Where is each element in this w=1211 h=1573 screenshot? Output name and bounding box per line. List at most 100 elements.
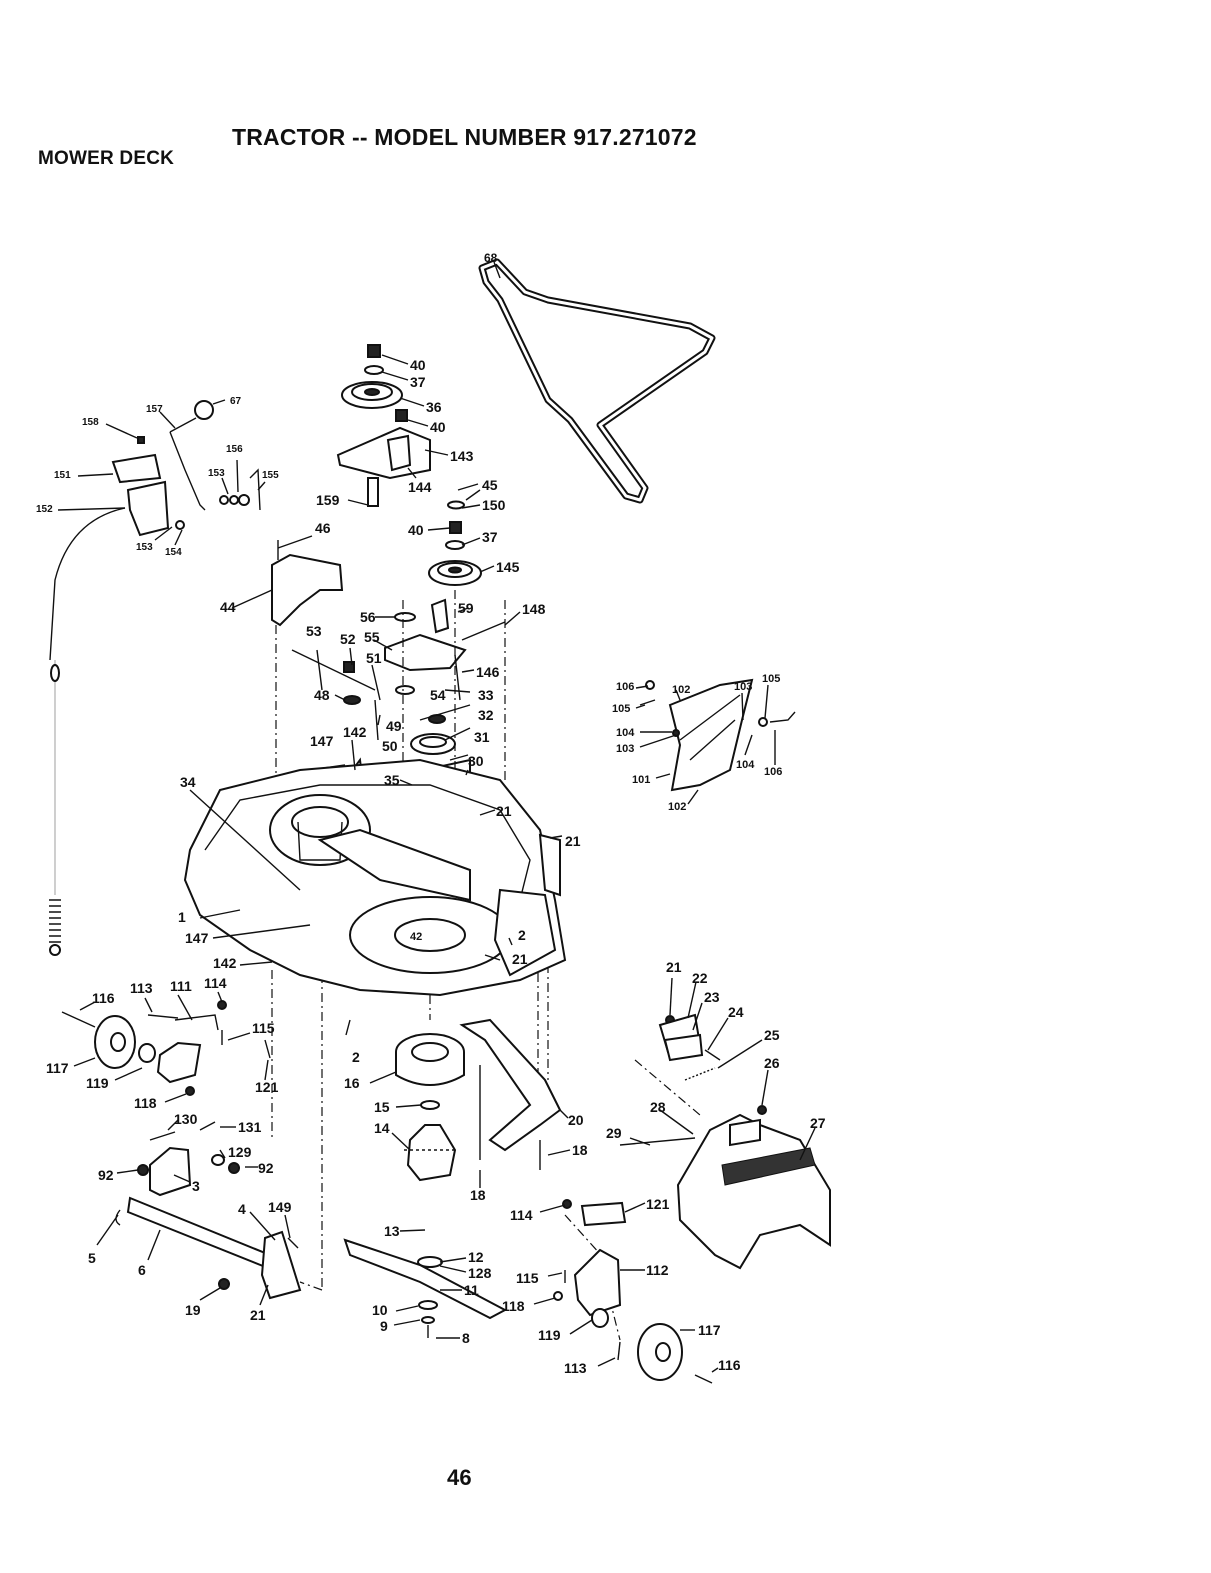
callout-10: 10 (372, 1302, 388, 1318)
callout-5: 5 (88, 1250, 96, 1266)
callout-155: 155 (262, 470, 279, 481)
callout-151: 151 (54, 470, 71, 481)
callout-118: 118 (502, 1298, 525, 1314)
front-link-assembly (115, 1121, 302, 1300)
callout-114: 114 (204, 975, 227, 991)
callout-8: 8 (462, 1330, 470, 1346)
callout-48: 48 (314, 687, 330, 703)
callout-92: 92 (258, 1160, 274, 1176)
callout-30: 30 (468, 753, 484, 769)
callout-153: 153 (208, 468, 225, 479)
callout-6: 6 (138, 1262, 146, 1278)
callout-104: 104 (736, 759, 755, 771)
callout-28: 28 (650, 1099, 666, 1115)
callout-20: 20 (568, 1112, 584, 1128)
callout-158: 158 (82, 417, 99, 428)
callout-143: 143 (450, 448, 474, 464)
callout-25: 25 (764, 1027, 780, 1043)
callout-106: 106 (616, 681, 634, 693)
callout-102: 102 (672, 684, 690, 696)
callout-149: 149 (268, 1199, 292, 1215)
callout-53: 53 (306, 623, 322, 639)
top-idler-assembly (336, 344, 431, 507)
callout-34: 34 (180, 774, 196, 790)
callout-118: 118 (134, 1095, 157, 1111)
callout-148: 148 (522, 601, 546, 617)
callout-114: 114 (510, 1207, 533, 1223)
callout-56: 56 (360, 609, 376, 625)
callout-150: 150 (482, 497, 506, 513)
callout-14: 14 (374, 1120, 390, 1136)
callout-117: 117 (698, 1322, 721, 1338)
callout-105: 105 (762, 673, 780, 685)
callout-50: 50 (382, 738, 398, 754)
callout-54: 54 (430, 687, 446, 703)
part-callouts: 40 37 36 40 143 144 159 45 150 40 37 145… (36, 251, 826, 1376)
height-adjust-lever (49, 400, 261, 956)
callout-152: 152 (36, 504, 53, 515)
callout-33: 33 (478, 687, 494, 703)
page-number: 46 (447, 1465, 472, 1490)
callout-115: 115 (252, 1020, 275, 1036)
callout-4: 4 (238, 1201, 246, 1217)
callout-49: 49 (386, 718, 402, 734)
deck-decal-text: 42 (410, 931, 422, 943)
callout-103: 103 (616, 743, 634, 755)
callout-44: 44 (220, 599, 236, 615)
deflector-mount (619, 1013, 767, 1146)
callout-146: 146 (476, 664, 500, 680)
callout-115: 115 (516, 1270, 539, 1286)
discharge-chute (676, 1113, 831, 1270)
callout-102: 102 (668, 801, 686, 813)
callout-147: 147 (185, 930, 209, 946)
callout-55: 55 (364, 629, 380, 645)
callout-105: 105 (612, 703, 630, 715)
leader-lines (57, 261, 816, 1373)
callout-11: 11 (464, 1282, 479, 1298)
callout-130: 130 (174, 1111, 198, 1127)
callout-45: 45 (482, 477, 498, 493)
callout-142: 142 (213, 955, 237, 971)
callout-113: 113 (564, 1360, 587, 1376)
callout-46: 46 (315, 520, 331, 536)
callout-24: 24 (728, 1004, 744, 1020)
callout-106: 106 (764, 766, 782, 778)
callout-21: 21 (496, 803, 512, 819)
callout-21: 21 (512, 951, 528, 967)
left-gauge-wheel (61, 1000, 271, 1096)
callout-111: 111 (170, 978, 192, 994)
callout-52: 52 (340, 631, 356, 647)
callout-103: 103 (734, 681, 752, 693)
right-gauge-wheel (553, 1199, 713, 1384)
callout-3: 3 (192, 1178, 200, 1194)
callout-92: 92 (98, 1167, 114, 1183)
callout-68: 68 (484, 251, 498, 265)
callout-2: 2 (518, 927, 526, 943)
callout-2: 2 (352, 1049, 360, 1065)
lower-idler-pulley (428, 483, 482, 586)
callout-101: 101 (632, 774, 650, 786)
blade-spindle-assembly (343, 1033, 508, 1338)
callout-40: 40 (410, 357, 426, 373)
callout-147: 147 (310, 733, 334, 749)
callout-36: 36 (426, 399, 442, 415)
callout-15: 15 (374, 1099, 390, 1115)
callout-112: 112 (646, 1262, 669, 1278)
callout-119: 119 (538, 1327, 561, 1343)
callout-119: 119 (86, 1075, 109, 1091)
callout-16: 16 (344, 1075, 360, 1091)
callout-19: 19 (185, 1302, 201, 1318)
callout-51: 51 (366, 650, 382, 666)
callout-153: 153 (136, 542, 153, 553)
mulch-cover (639, 678, 796, 792)
callout-121: 121 (646, 1196, 670, 1212)
callout-9: 9 (380, 1318, 388, 1334)
callout-121: 121 (255, 1079, 279, 1095)
callout-31: 31 (474, 729, 490, 745)
callout-18: 18 (572, 1142, 588, 1158)
callout-142: 142 (343, 724, 367, 740)
callout-40: 40 (430, 419, 446, 435)
callout-59: 59 (458, 600, 474, 616)
callout-144: 144 (408, 479, 432, 495)
callout-23: 23 (704, 989, 720, 1005)
